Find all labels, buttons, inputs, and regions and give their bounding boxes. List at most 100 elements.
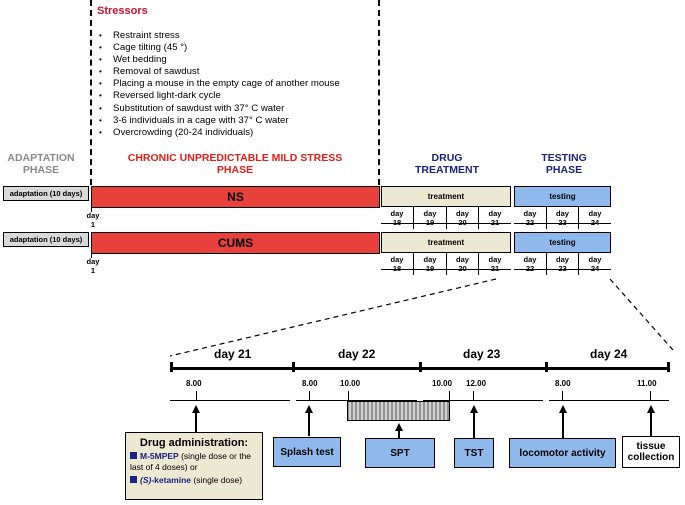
time-label: 12.00 — [466, 379, 487, 388]
time-tick — [449, 391, 450, 400]
ns-treatment-bar: treatment — [381, 186, 511, 207]
cums-stress-bar: CUMS — [91, 232, 380, 254]
cums-day-separator — [578, 253, 579, 275]
arrow-shaft — [398, 430, 400, 438]
stressor-item: Reversed light-dark cycle — [99, 90, 340, 102]
time-label: 11.00 — [637, 379, 657, 388]
stressor-list: Restraint stress Cage tilting (45 °) Wet… — [99, 30, 340, 139]
hour-axis-day21 — [170, 400, 290, 401]
ns-day-separator — [546, 207, 547, 229]
arrow-up-icon — [305, 405, 313, 413]
phase-divider-left — [90, 0, 92, 185]
arrow-up-icon — [559, 405, 567, 413]
timeline-day-24: day 24 — [590, 347, 628, 361]
adaptation-bar-ns: adaptation (10 days) — [3, 186, 89, 201]
adaptation-bar-cums: adaptation (10 days) — [3, 232, 89, 247]
stressors-title: Stressors — [97, 5, 148, 17]
cums-day-separator — [446, 253, 447, 275]
drug-item-ketamine: (S)-ketamine (single dose) — [130, 475, 258, 486]
arrow-up-icon — [647, 405, 655, 413]
stressor-item: Placing a mouse in the empty cage of ano… — [99, 78, 340, 90]
time-tick — [348, 391, 349, 400]
time-label: 8.00 — [555, 379, 571, 388]
time-tick — [562, 391, 563, 400]
ns-start-tick — [91, 208, 92, 212]
arrow-shaft — [473, 412, 475, 438]
time-tick — [309, 391, 310, 400]
timeline-tick — [170, 362, 173, 372]
stressor-item: Overcrowding (20-24 individuals) — [99, 127, 340, 139]
time-label: 8.00 — [302, 379, 318, 388]
arrow-up-icon — [192, 405, 200, 413]
ns-day-separator — [578, 207, 579, 229]
arrow-shaft — [562, 412, 564, 438]
spt-box: SPT — [365, 438, 435, 468]
drug-administration-box: Drug administration: M-5MPEP (single dos… — [125, 432, 263, 500]
drug-item-m5mpep: M-5MPEP (single dose or the last of 4 do… — [130, 451, 252, 472]
ns-stress-bar: NS — [91, 186, 380, 208]
stressor-item: Substitution of sawdust with 37° C water — [99, 103, 340, 115]
cums-testing-bar: testing — [514, 232, 611, 253]
splash-test-box: Splash test — [273, 437, 341, 467]
stressor-item: Cage tilting (45 °) — [99, 42, 340, 54]
arrow-shaft — [308, 412, 310, 436]
tst-box: TST — [454, 438, 494, 468]
timeline-tick — [292, 362, 295, 372]
cums-day-separator — [413, 253, 414, 275]
ns-day-separator — [478, 207, 479, 229]
time-label: 8.00 — [186, 379, 202, 388]
drug-administration-title: Drug administration: — [139, 437, 249, 449]
cums-day-separator — [546, 253, 547, 275]
time-label: 10.00 — [340, 379, 361, 388]
arrow-up-icon — [470, 405, 478, 413]
bullet-square-icon — [130, 476, 137, 483]
hour-axis-day24 — [549, 400, 669, 401]
time-tick — [473, 391, 474, 400]
cums-start-tick — [91, 254, 92, 258]
cums-testing-axis — [514, 269, 611, 270]
timeline-tick — [667, 362, 670, 372]
time-label: 10.00 — [432, 379, 453, 388]
stressor-item: Restraint stress — [99, 30, 340, 42]
timeline-day-22: day 22 — [338, 347, 376, 361]
arrow-up-icon — [395, 423, 403, 431]
stressor-item: Wet bedding — [99, 54, 340, 66]
phase-divider-right — [378, 0, 380, 185]
timeline-tick — [545, 362, 548, 372]
locomotor-activity-box: locomotor activity — [509, 438, 616, 468]
cums-treatment-bar: treatment — [381, 232, 511, 253]
ns-day-separator — [413, 207, 414, 229]
stressor-item: Removal of sawdust — [99, 66, 340, 78]
time-tick — [650, 391, 651, 400]
spt-duration-bar — [347, 401, 450, 421]
timeline-day-23: day 23 — [463, 347, 501, 361]
timeline-tick — [419, 362, 422, 372]
ns-testing-bar: testing — [514, 186, 611, 207]
hour-axis-day23 — [423, 400, 543, 401]
bullet-square-icon — [130, 452, 137, 459]
timeline-day-21: day 21 — [214, 347, 252, 361]
arrow-shaft — [650, 412, 652, 436]
arrow-shaft — [195, 412, 197, 432]
ns-testing-axis — [514, 223, 611, 224]
ns-day-separator — [446, 207, 447, 229]
cums-day-separator — [478, 253, 479, 275]
